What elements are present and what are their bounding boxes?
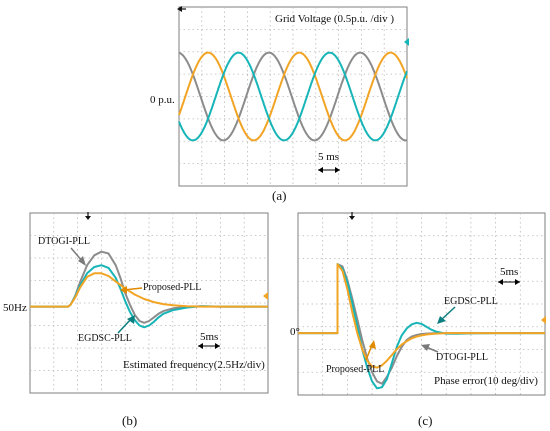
panel-b-estimated-frequency: 50Hz Estimated frequency(2.5Hz/div) 5ms … — [3, 212, 269, 428]
panel-b-arrow-dtogi — [70, 247, 86, 266]
panel-a-label: (a) — [272, 188, 286, 203]
panel-b-grid — [29, 212, 269, 394]
panel-b-label: (b) — [122, 413, 137, 428]
panel-a-traces — [178, 51, 408, 142]
panel-b-label-proposed: Proposed-PLL — [143, 282, 201, 293]
panel-c-reference-label: 0° — [290, 326, 300, 338]
panel-c-scale-arrow — [498, 279, 520, 285]
panel-b-trigger-marker — [85, 212, 91, 220]
panel-b-reference-label: 50Hz — [3, 302, 27, 314]
panel-a-trace-gray — [178, 51, 408, 142]
panel-c-grid — [297, 212, 546, 396]
panel-a-trigger-marker — [177, 6, 186, 12]
panel-c-label-dtogi: DTOGI-PLL — [436, 352, 488, 363]
panel-c-label-egdsc: EGDSC-PLL — [444, 296, 498, 307]
panel-c-label: (c) — [418, 413, 432, 428]
panel-a-scale-arrow — [318, 167, 340, 173]
panel-b-label-dtogi: DTOGI-PLL — [38, 236, 90, 247]
panel-a-trace-teal — [178, 51, 408, 142]
panel-a-level-marker — [404, 38, 409, 46]
panel-a-reference-label: 0 p.u. — [150, 94, 175, 106]
panel-c-phase-error: 0° Phase error(10 deg/div) 5ms EGDSC-PLL… — [290, 212, 546, 428]
panel-c-label-proposed: Proposed-PLL — [326, 364, 384, 375]
panel-c-title: Phase error(10 deg/div) — [434, 375, 538, 387]
panel-c-arrow-egdsc — [437, 306, 456, 324]
panel-b-scale-arrow — [198, 343, 220, 349]
panel-c-traces — [298, 263, 545, 390]
panel-a-trace-orange — [178, 51, 408, 142]
panel-c-trigger-marker — [349, 212, 355, 220]
panel-c-arrow-proposed — [365, 340, 376, 361]
panel-b-arrow-egdsc — [117, 315, 135, 334]
panel-a-scale-label: 5 ms — [318, 151, 339, 163]
panel-b-level-marker — [263, 292, 268, 300]
panel-b-label-egdsc: EGDSC-PLL — [78, 333, 132, 344]
panel-c-level-marker — [541, 316, 546, 324]
panel-b-trace-teal — [30, 264, 268, 329]
panel-c-arrow-dtogi — [421, 344, 439, 353]
panel-c-trace-orange — [298, 263, 545, 369]
panel-b-scale-label: 5ms — [200, 331, 218, 343]
panel-c-scale-label: 5ms — [500, 266, 518, 278]
panel-a-grid-voltage: Grid Voltage (0.5p.u. /div ) 0 p.u. 5 ms… — [150, 6, 409, 203]
panel-b-title: Estimated frequency(2.5Hz/div) — [123, 359, 265, 371]
panel-a-grid — [178, 6, 408, 187]
panel-b-arrow-proposed — [120, 286, 143, 294]
panel-a-title: Grid Voltage (0.5p.u. /div ) — [275, 13, 394, 25]
